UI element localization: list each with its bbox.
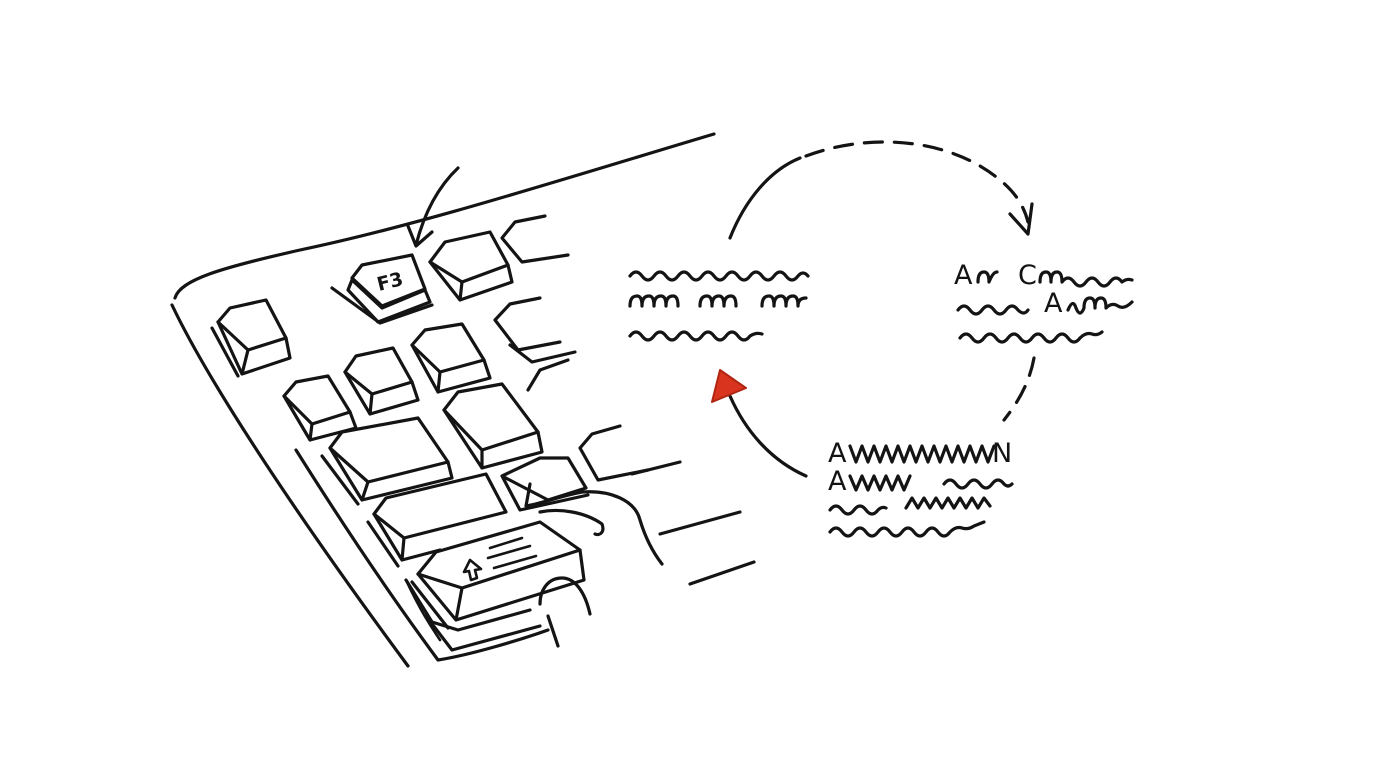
squiggle-line-2c [760,294,808,308]
pointer-arrow-head [406,224,434,248]
key-top-row-2 [428,230,514,302]
red-arrowhead-icon [711,369,747,403]
shift-key-label-lines [486,536,538,570]
pointer-arrow-shaft [414,166,460,247]
capital-letter: C [1018,260,1038,291]
squiggle-right-2a [956,304,1030,316]
keyboard-right-line-2 [658,510,742,536]
key-row3-a [282,374,358,442]
hand-outline [524,482,664,566]
f3-key: F3 [330,253,434,325]
squiggle-bottom-2a [848,474,912,492]
squiggle-bottom-2b [942,478,1014,490]
key-row2-a [343,346,420,416]
squiggle-bottom-3b [904,496,992,510]
capital-letter: A [828,466,847,497]
shift-key [410,520,586,630]
key-row3-c [526,358,570,392]
squiggle-right-2b [1066,296,1134,315]
text-block-uppercase: A N A [828,438,1014,538]
text-block-mixed-case: A C A [954,260,1134,344]
keyboard-right-line-1 [630,460,682,476]
key-long-row5 [366,472,508,568]
keyboard-inner-edge [294,448,550,662]
key-top-row-3 [500,214,570,264]
squiggle-bottom-3a [828,504,888,516]
keyboard-illustration: F3 [170,132,756,668]
key-row2-c [493,296,577,364]
capital-letter: A [828,438,847,469]
key-row3-b [442,382,544,470]
capital-letter: A [954,260,973,291]
key-row4-small [500,456,590,512]
thumb [538,576,592,616]
squiggle-line-2b [698,294,738,308]
key-row2-b [410,322,492,394]
thumb-base [546,614,560,648]
squiggle-right-1b [1038,270,1134,288]
squiggle-right-3 [958,330,1104,344]
keyboard-top-edge [173,132,716,300]
squiggle-line-2a [628,294,680,308]
capital-letter: A [1044,288,1063,319]
squiggle-line-3 [628,330,764,342]
shift-arrow-icon [462,558,483,582]
key-wide-row4 [320,416,454,506]
top-arc-dashed [804,140,1030,224]
keyboard-right-line-3 [688,560,756,586]
top-arc-arrowhead [1008,202,1034,236]
squiggle-bottom-4 [828,520,986,538]
finger-lower [538,508,605,537]
squiggle-right-1a [976,270,999,284]
return-arc [728,394,808,478]
key-left-single [210,298,292,378]
keyboard-bottom-line-2 [424,614,542,652]
squiggle-line-1 [628,270,810,282]
capital-letter: N [992,438,1013,469]
keyboard-left-edge [170,303,410,668]
right-dashed-segment [1002,356,1036,422]
text-block-lowercase [628,270,810,342]
squiggle-bottom-1 [848,444,996,464]
top-arc-solid-start [728,156,802,240]
keyboard-bottom-line-1 [404,578,532,632]
key-row4-partial [578,424,650,482]
cycle-arrows [711,140,1036,478]
